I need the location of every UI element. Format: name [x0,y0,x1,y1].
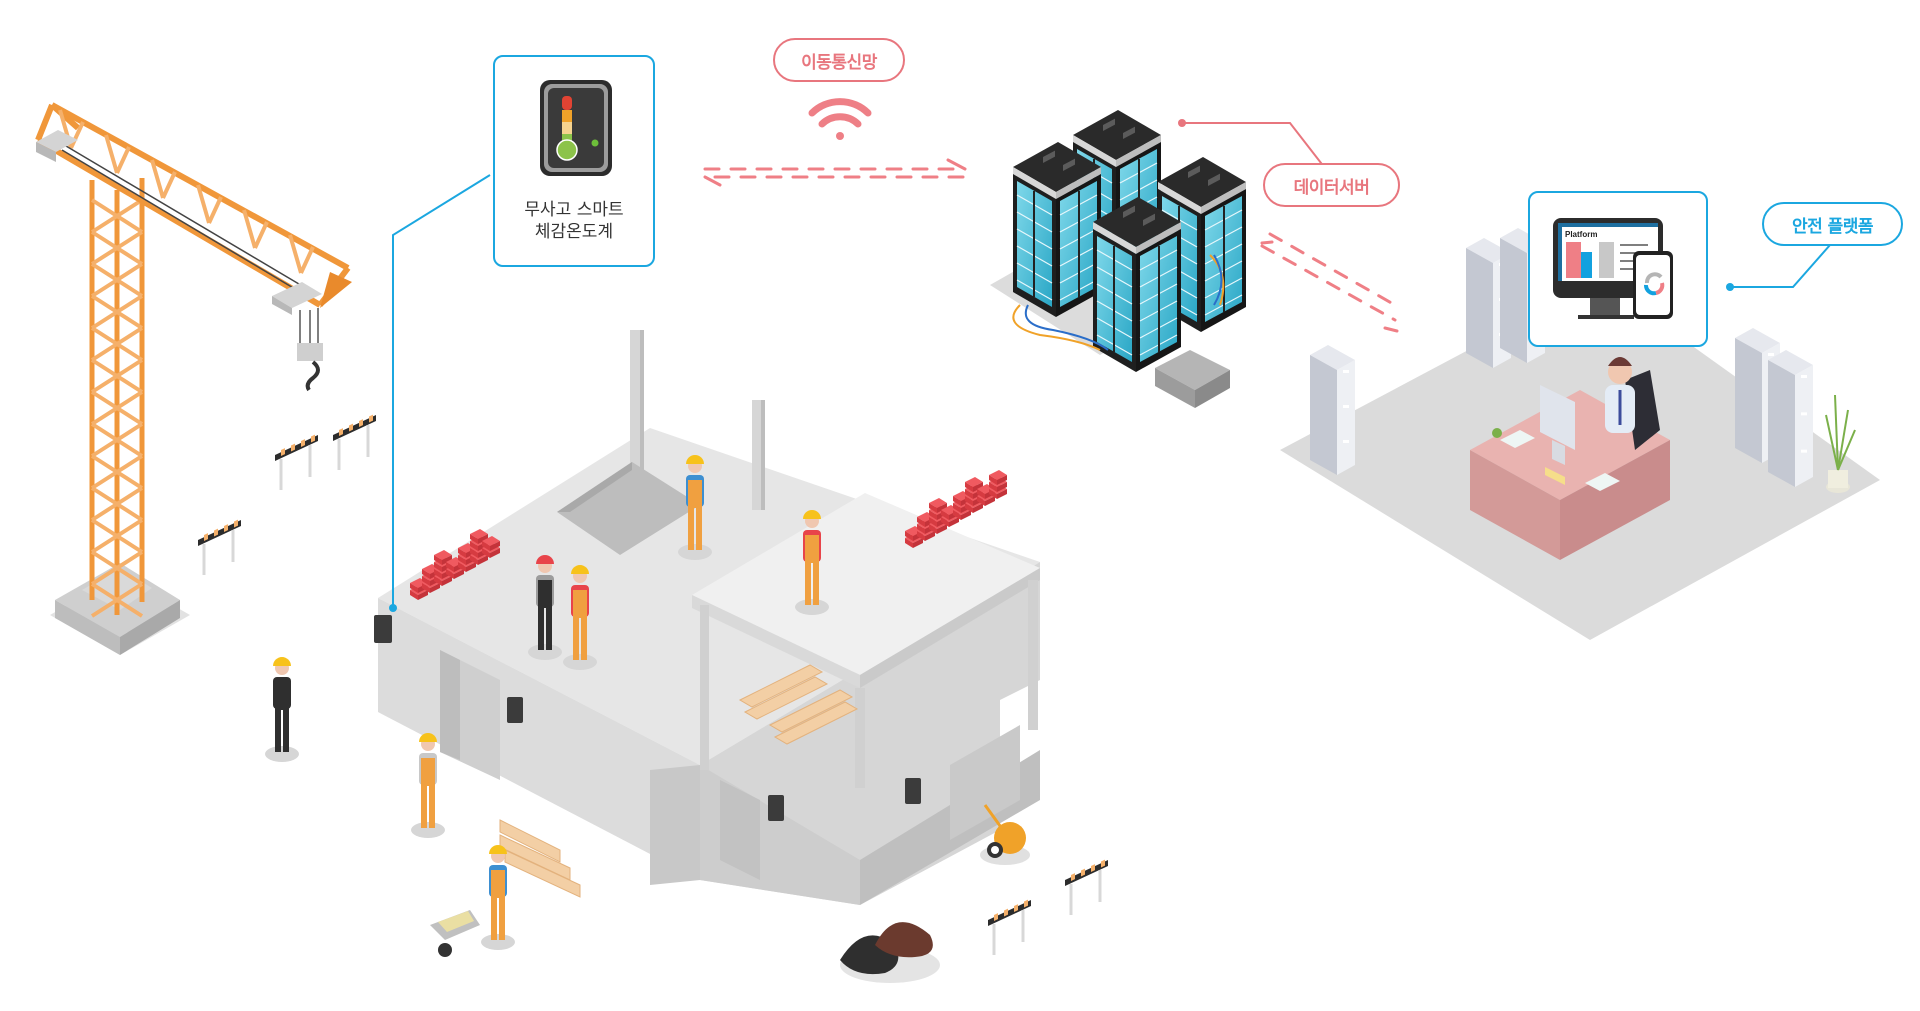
platform-connector-line [1726,244,1831,291]
sensor-connector-line [389,174,491,612]
network-label-text: 이동통신망 [801,52,877,73]
barrier [275,434,318,490]
worker [411,733,445,838]
server-rack [1013,142,1101,317]
arrow-sensor-to-server [703,158,967,187]
server-connector-line [1178,119,1329,173]
platform-screen-title: Platform [1565,230,1597,239]
worker [563,565,597,670]
worker [481,845,515,950]
sensor-label-line1: 무사고 스마트 [524,200,624,220]
barrier [333,414,376,470]
monitor-phone-icon: Platform [1553,218,1673,319]
platform-label-card: Platform [1528,191,1708,347]
filing-cabinet [1768,350,1813,487]
tower-crane [35,102,352,655]
worker [795,510,829,615]
worker [678,455,712,560]
workers [265,455,829,957]
arrow-server-to-platform [1260,232,1399,333]
platform-label: 안전 플랫폼 [1762,202,1903,246]
barrier [1065,859,1108,915]
filing-cabinet [1310,345,1355,475]
platform-label-text: 안전 플랫폼 [1791,216,1874,237]
worker [528,555,562,660]
thermometer-device-icon [540,80,612,176]
server-label-text: 데이터서버 [1293,177,1370,198]
barrier [988,899,1031,955]
sensor-label-line2: 체감온도계 [534,222,614,242]
barrier [198,519,241,575]
wifi-icon [808,98,872,140]
server-label: 데이터서버 [1263,163,1400,207]
construction-building [374,330,1040,983]
sensor-label-card: 무사고 스마트 체감온도계 [493,55,655,267]
server-cluster [990,110,1246,408]
worker [265,657,299,762]
network-label: 이동통신망 [773,38,905,82]
server-rack [1093,197,1181,372]
road-barriers [198,414,1108,955]
